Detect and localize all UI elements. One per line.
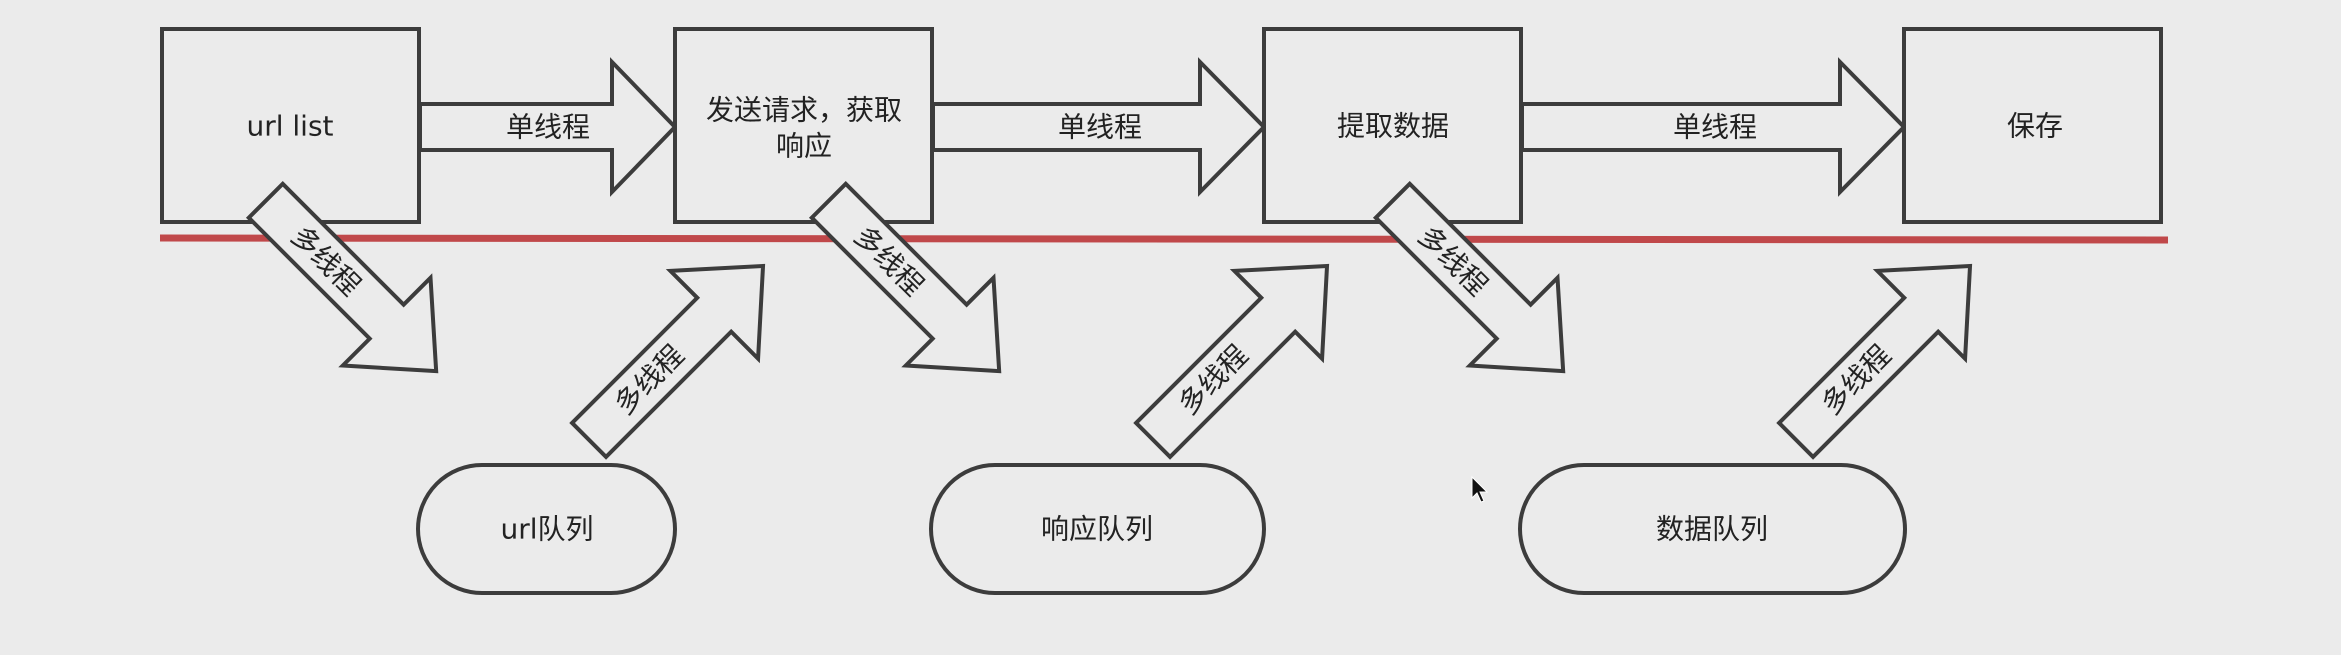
node-url-list-label: url list [246,110,333,143]
arrow-multi-thread-up-3: 多线程 [1776,263,1973,460]
mouse-cursor-icon [1471,475,1489,503]
node-extract-data: 提取数据 [1262,27,1523,224]
arrow-multi-thread-down-3: 多线程 [1372,180,1566,374]
arrow-single-thread-2: 单线程 [931,57,1267,197]
node-send-request-label-line2: 响应 [776,130,832,163]
arrow-multi-thread-up-2: 多线程 [1133,263,1330,460]
arrow-single-thread-1-label: 单线程 [506,111,590,144]
arrow-single-thread-3-label: 单线程 [1673,111,1757,144]
node-send-request-label-line1: 发送请求，获取 [706,94,902,127]
arrow-single-thread-1: 单线程 [418,57,678,197]
node-extract-data-label: 提取数据 [1337,110,1449,143]
arrow-single-thread-2-label: 单线程 [1058,111,1142,144]
queue-data: 数据队列 [1518,463,1907,595]
node-send-request: 发送请求，获取 响应 [673,27,934,224]
queue-url: url队列 [416,463,677,595]
queue-data-label: 数据队列 [1656,513,1768,546]
arrow-single-thread-3: 单线程 [1520,57,1907,197]
divider-line [159,234,2169,244]
queue-response-label: 响应队列 [1041,513,1153,546]
node-save: 保存 [1902,27,2163,224]
arrow-multi-thread-up-1: 多线程 [569,263,766,460]
node-save-label: 保存 [2007,110,2063,143]
queue-url-label: url队列 [500,513,593,546]
queue-response: 响应队列 [929,463,1266,595]
